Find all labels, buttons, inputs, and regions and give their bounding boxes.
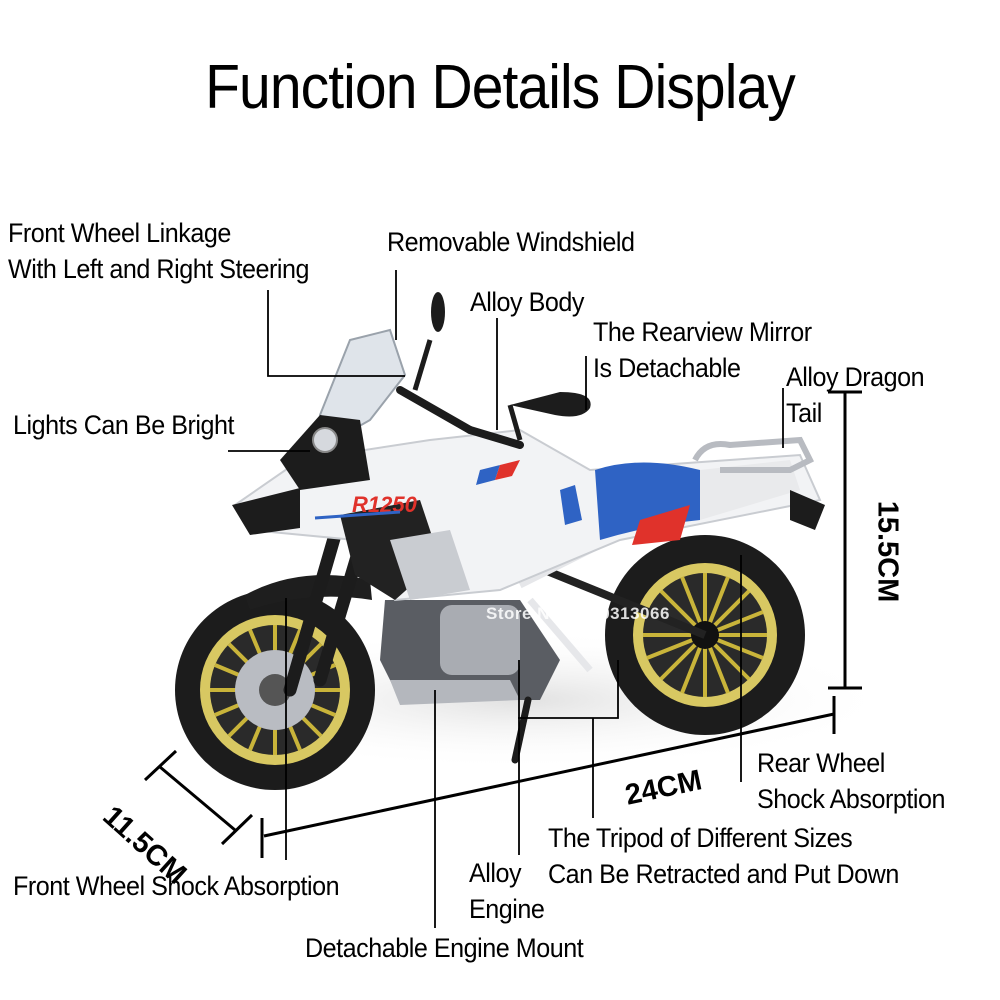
label-alloy-engine-line2: Engine	[469, 894, 545, 924]
right-mirror-stem	[507, 404, 523, 441]
label-rear-wheel-shock-line1: Rear Wheel	[757, 748, 885, 778]
front-beak	[232, 488, 300, 535]
label-tripod-line2: Can Be Retracted and Put Down	[548, 859, 899, 889]
side-stand	[511, 696, 532, 764]
label-front-wheel-shock: Front Wheel Shock Absorption	[13, 871, 340, 901]
label-front-wheel-linkage-line2: With Left and Right Steering	[8, 254, 310, 284]
front-wheel	[175, 590, 375, 790]
label-tripod-line1: The Tripod of Different Sizes	[548, 823, 853, 853]
dim-length-line	[263, 712, 835, 838]
label-front-wheel-linkage-line1: Front Wheel Linkage	[8, 218, 231, 248]
headlight	[312, 427, 338, 453]
label-rearview-mirror-line1: The Rearview Mirror	[593, 317, 812, 347]
right-mirror	[510, 392, 591, 417]
dim-width-cap-top	[143, 749, 178, 782]
left-mirror-stem	[412, 339, 433, 391]
decal-underline	[314, 510, 401, 520]
tank-panel-blue	[560, 485, 582, 525]
dimension-lines	[143, 390, 862, 858]
leader-tripod	[518, 660, 619, 719]
tank-stripe-blue	[476, 465, 500, 485]
skid-plate	[390, 680, 520, 705]
side-panel	[390, 530, 470, 600]
engine-cylinder	[440, 605, 520, 675]
leader-front-wheel-linkage	[267, 290, 405, 377]
luggage-rack	[692, 436, 815, 473]
store-watermark: Store No. 1100313066	[486, 604, 670, 623]
handlebar	[396, 386, 524, 449]
label-rear-wheel-shock-line2: Shock Absorption	[757, 784, 945, 814]
page-title: Function Details Display	[205, 53, 796, 122]
label-alloy-body: Alloy Body	[470, 287, 584, 317]
label-rearview-mirror-line2: Is Detachable	[593, 353, 741, 383]
front-fender	[245, 575, 372, 610]
seat-red-accent	[632, 505, 690, 545]
rear-mudguard	[790, 490, 825, 530]
measurement-height: 15.5CM	[871, 500, 904, 603]
label-alloy-dragon-tail-line1: Alloy Dragon	[786, 362, 925, 392]
rear-seat	[700, 460, 800, 520]
callout-lines	[228, 270, 784, 928]
label-removable-windshield: Removable Windshield	[387, 227, 635, 257]
dim-width-line	[159, 765, 236, 832]
dim-width-cap-bottom	[220, 813, 254, 846]
label-alloy-dragon-tail-line2: Tail	[786, 398, 822, 428]
label-lights: Lights Can Be Bright	[13, 410, 235, 440]
tank-stripe-red	[495, 460, 520, 480]
left-mirror	[431, 292, 445, 332]
label-detachable-engine-mount: Detachable Engine Mount	[305, 933, 584, 963]
label-alloy-engine-line1: Alloy	[469, 858, 522, 888]
